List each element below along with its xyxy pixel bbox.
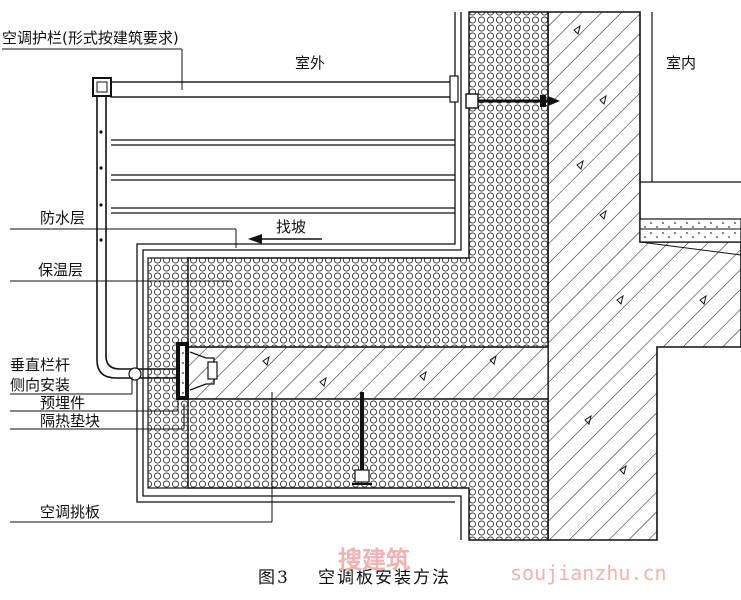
- label-indoor: 室内: [666, 54, 696, 72]
- insulation-layer: [147, 11, 549, 541]
- label-slope: 找坡: [276, 218, 306, 236]
- concrete-structure: [187, 11, 741, 541]
- caption-title: 空调板安装方法: [318, 568, 451, 588]
- label-waterproof: 防水层: [40, 209, 85, 227]
- callout-labels: 空调护栏(形式按建筑要求) 室外 室内 防水层 找坡 保温层 垂直栏杆 侧向安装…: [2, 29, 696, 521]
- label-vertical-rail-2: 侧向安装: [10, 376, 70, 394]
- label-railing: 空调护栏(形式按建筑要求): [2, 29, 179, 47]
- figure-caption: 图3 空调板安装方法: [258, 568, 451, 588]
- label-vertical-rail-1: 垂直栏杆: [10, 356, 70, 374]
- watermark-cn: 搜建筑: [338, 546, 410, 574]
- ac-railing: [92, 75, 459, 381]
- label-thermal-pad: 隔热垫块: [40, 412, 100, 430]
- label-ac-slab: 空调挑板: [40, 503, 100, 521]
- watermark: 搜建筑 soujianzhu.cn: [338, 546, 667, 585]
- caption-figure-no: 图3: [258, 568, 290, 588]
- label-insulation: 保温层: [38, 261, 83, 279]
- finish-lines: [136, 12, 462, 540]
- label-embedded: 预埋件: [40, 394, 85, 412]
- slope-arrow: [248, 234, 322, 244]
- slab-bolt: [352, 392, 372, 485]
- indoor-floor: [639, 12, 741, 256]
- wall-anchor: [465, 93, 560, 109]
- leader-lines: [2, 48, 273, 523]
- watermark-en: soujianzhu.cn: [510, 561, 667, 585]
- embedded-part: [176, 342, 218, 400]
- label-outdoor: 室外: [295, 54, 325, 72]
